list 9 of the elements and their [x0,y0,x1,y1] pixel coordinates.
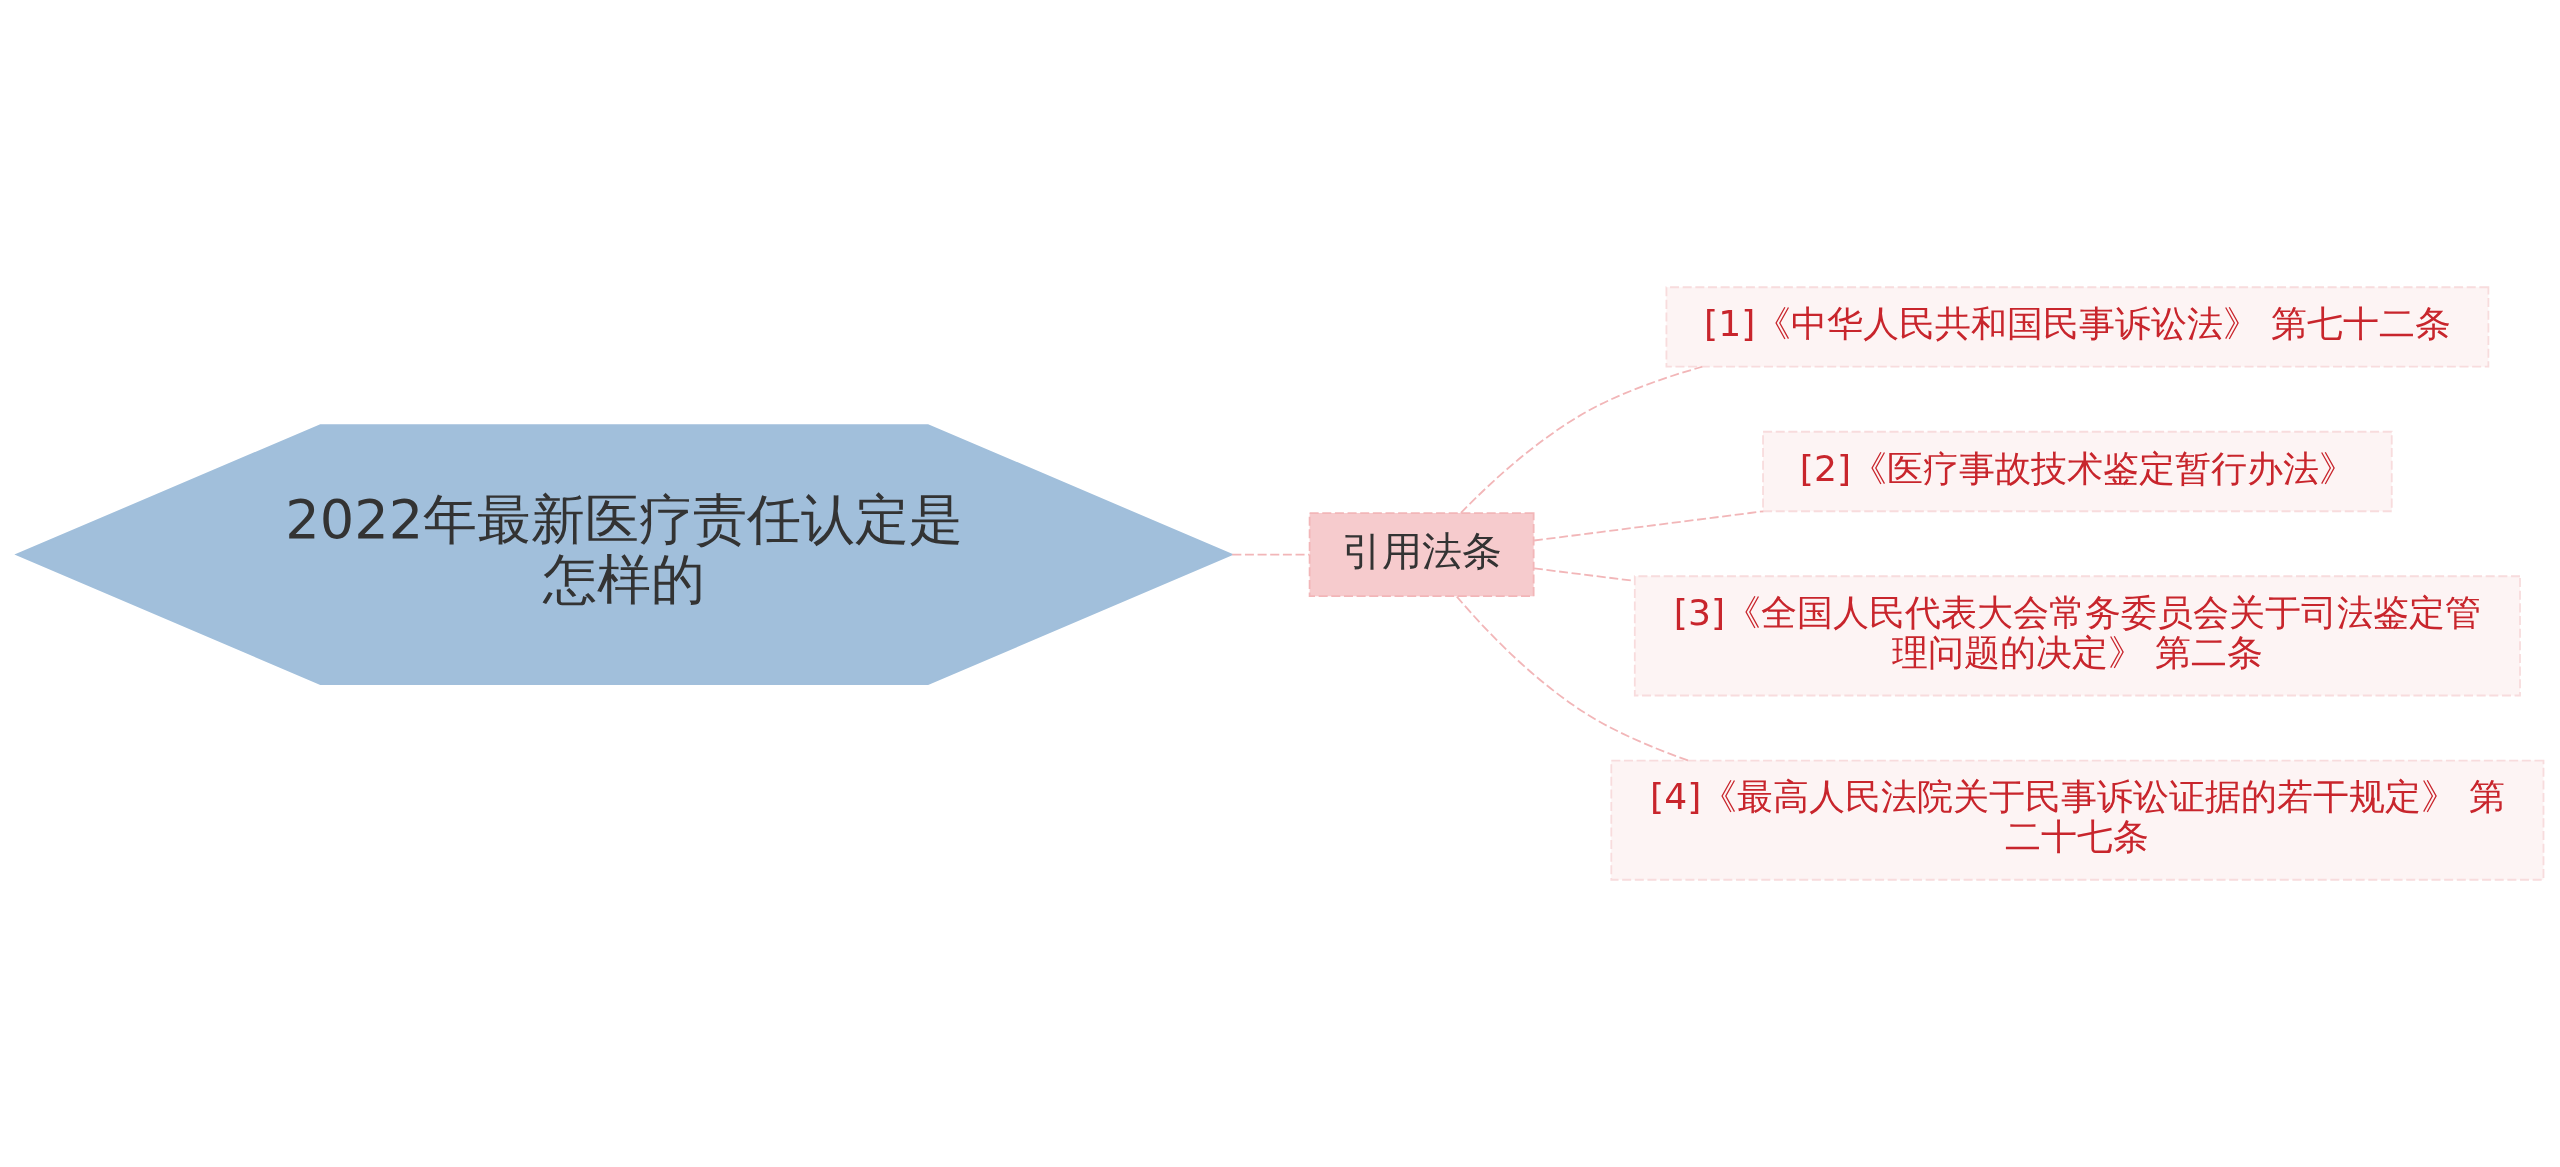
node-box: [4]《最高人民法院关于民事诉讼证据的若干规定》 第二十七条 [1610,759,2545,881]
connector [1459,365,1704,514]
node-box: [3]《全国人民代表大会常务委员会关于司法鉴定管理问题的决定》 第二条 [1633,575,2521,697]
connector [1455,595,1689,762]
node-box: [2]《医疗事故技术鉴定暂行办法》 [1762,430,2393,513]
node-box: [1]《中华人民共和国民事诉讼法》 第七十二条 [1665,286,2490,368]
connector [1533,510,1765,542]
node-box: 引用法条 [1308,512,1535,598]
connector [1231,553,1311,556]
